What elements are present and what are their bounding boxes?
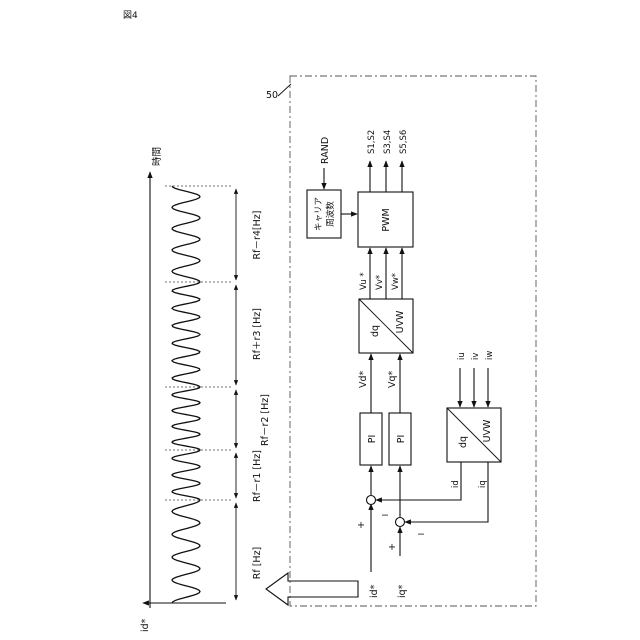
- waveform-panel: 時間 id* Rf [Hz] Rf－r1 [Hz] Rf－r2 [Hz] Rf＋…: [140, 147, 271, 632]
- reference-leader-line: [278, 84, 291, 96]
- output-s5-s6: S5,S6: [399, 130, 409, 154]
- vu-command-label: Vu *: [359, 272, 369, 290]
- figure-label: 図4: [123, 10, 138, 21]
- iu-label: iu: [457, 352, 467, 360]
- pwm-label: PWM: [381, 208, 392, 231]
- carrier-frequency-label-1: キャリア: [314, 197, 324, 231]
- rand-label: RAND: [320, 137, 331, 164]
- vw-command-label: Vw*: [391, 273, 401, 290]
- summing-junction-q: [396, 518, 405, 527]
- segment-label: Rf＋r3 [Hz]: [252, 308, 263, 360]
- feedback-id-line: [376, 462, 461, 500]
- control-block-diagram: id* iq* + + − − PI PI Vd* Vq* dq UVW Vu …: [307, 130, 501, 598]
- output-hollow-arrow: [266, 573, 358, 605]
- minus-sign: −: [381, 510, 389, 521]
- segment-label: Rf－r4[Hz]: [252, 211, 263, 260]
- plus-sign: +: [357, 520, 365, 531]
- uvw-to-dq-uvw-label: UVW: [482, 419, 493, 442]
- input-id-command: id*: [369, 584, 380, 598]
- time-axis-label: 時間: [152, 147, 163, 166]
- carrier-frequency-label-2: 周波数: [325, 201, 336, 227]
- segment-label: Rf－r2 [Hz]: [260, 394, 271, 446]
- summing-junction-d: [367, 496, 376, 505]
- vd-command-label: Vd*: [358, 370, 369, 388]
- iw-label: iw: [485, 351, 495, 360]
- vq-command-label: Vq*: [387, 370, 398, 388]
- dq-to-uvw-dq-label: dq: [370, 325, 381, 337]
- id-feedback-label: id: [451, 480, 461, 488]
- id-command-waveform: [172, 186, 200, 603]
- input-iq-command: iq*: [397, 584, 408, 598]
- dq-to-uvw-uvw-label: UVW: [395, 310, 406, 333]
- output-s3-s4: S3,S4: [383, 130, 393, 154]
- iq-feedback-label: iq: [478, 480, 488, 488]
- feedback-iq-line: [405, 462, 488, 522]
- minus-sign: −: [417, 529, 425, 540]
- pi-controller-d-label: PI: [367, 435, 378, 444]
- segment-label: Rf [Hz]: [252, 547, 263, 580]
- amplitude-axis-label: id*: [140, 618, 151, 632]
- reference-numeral-50: 50: [266, 90, 278, 101]
- segment-label: Rf－r1 [Hz]: [252, 450, 263, 502]
- uvw-to-dq-dq-label: dq: [458, 436, 469, 448]
- plus-sign: +: [388, 542, 396, 553]
- output-s1-s2: S1,S2: [367, 130, 377, 154]
- pi-controller-q-label: PI: [396, 435, 407, 444]
- vv-command-label: Vv*: [375, 275, 385, 290]
- iv-label: iv: [471, 353, 481, 360]
